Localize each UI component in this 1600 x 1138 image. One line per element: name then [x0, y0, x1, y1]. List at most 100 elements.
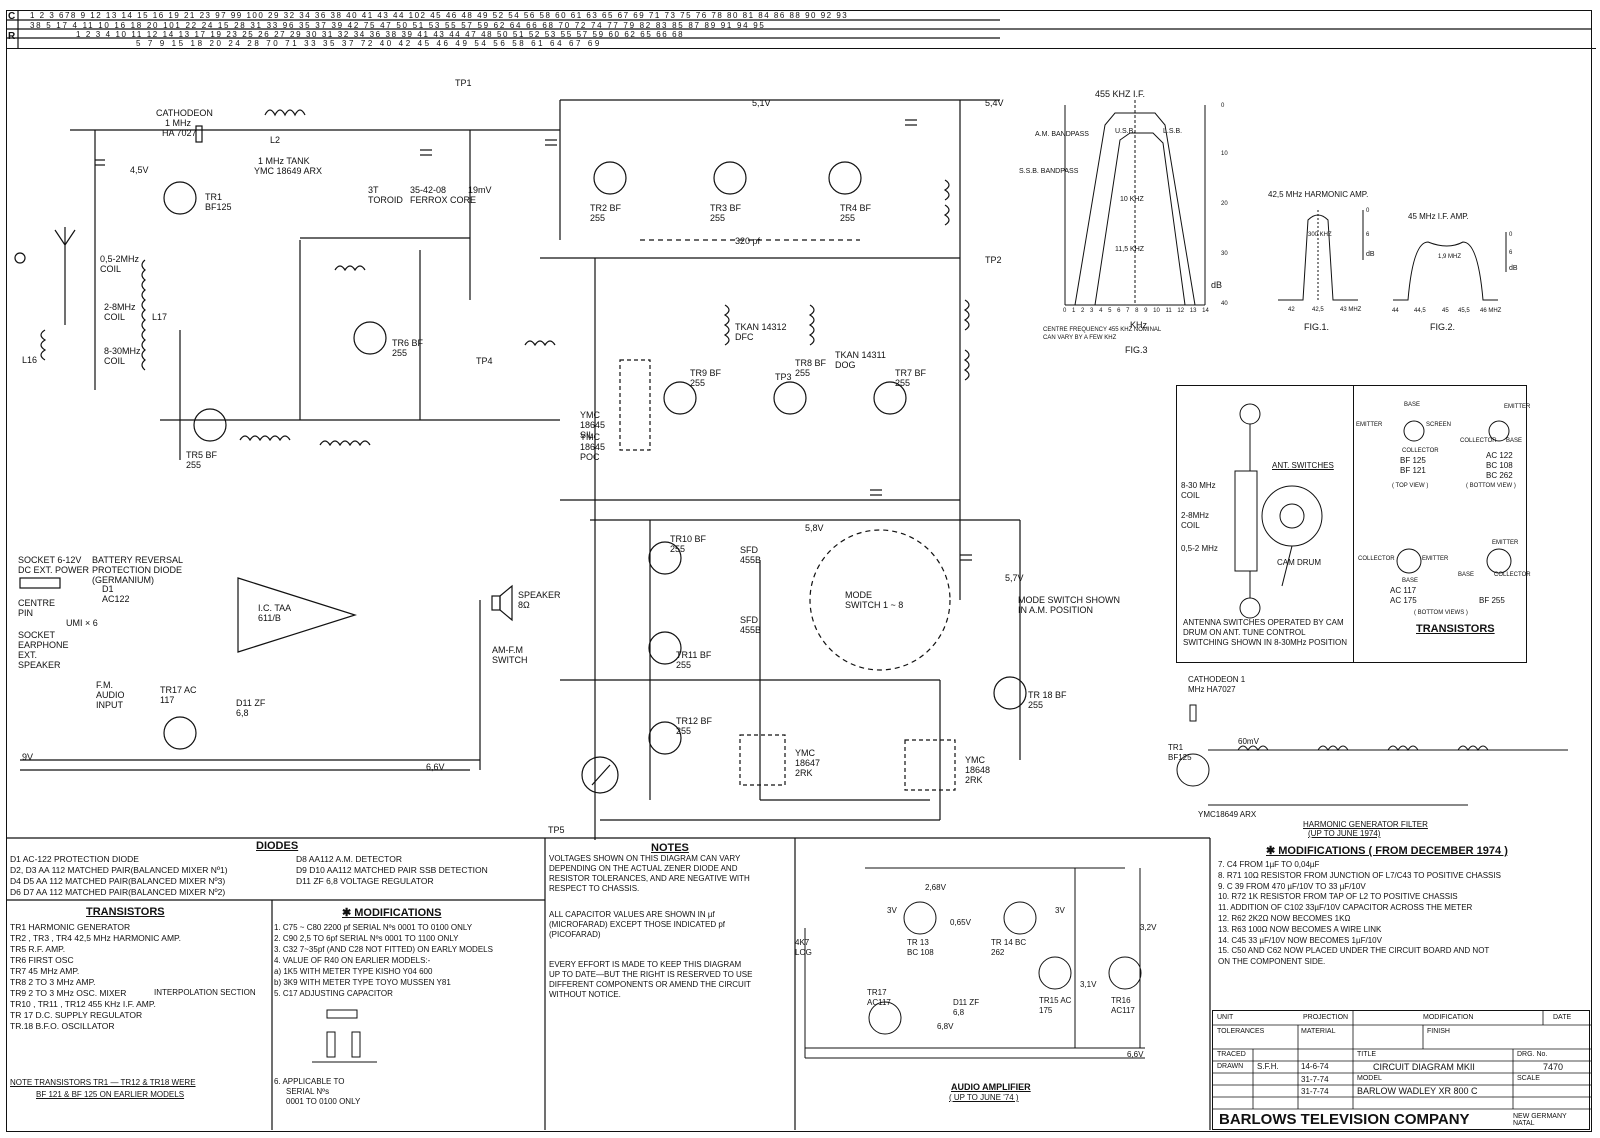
transistor-item: TR7 45 MHz AMP.: [10, 966, 80, 976]
grid-c-top: 1 2 3 678 9 12 13 14 15 16 19 21 23 97 9…: [30, 11, 849, 20]
tb-date2: 31-7-74: [1301, 1075, 1329, 1084]
diodes-right-list: D8 AA112 A.M. DETECTOR D9 D10 AA112 MATC…: [296, 854, 488, 887]
filter-subtitle: (UP TO JUNE 1974): [1308, 829, 1381, 838]
mod-item-6: 6. APPLICABLE TO: [274, 1077, 345, 1086]
tb-scale-label: SCALE: [1517, 1075, 1540, 1082]
modifications-right-panel: ✱ MODIFICATIONS ( FROM DECEMBER 1974 ) 7…: [1212, 840, 1590, 1030]
fig1-caption: FIG.1.: [1304, 322, 1330, 332]
note-line: EVERY EFFORT IS MADE TO KEEP THIS DIAGRA…: [549, 960, 742, 969]
fig3-xt: 0: [1063, 308, 1067, 314]
fig3-am-bandpass: A.M. BANDPASS: [1035, 131, 1089, 138]
fig2-ydb: dB: [1509, 265, 1518, 272]
diode-item: D6 D7 AA 112 MATCHED PAIR(BALANCED MIXER…: [10, 887, 226, 897]
label-cathodeon-part: HA 7027: [162, 128, 197, 138]
fig3-xt: 3: [1090, 308, 1094, 314]
label-tr2: TR2 BF 255: [590, 203, 622, 223]
antenna-switch-panel: ANT. SWITCHES 8-30 MHz COIL 2-8MHz COIL …: [1176, 385, 1354, 663]
notes-panel: NOTES VOLTAGES SHOWN ON THIS DIAGRAM CAN…: [545, 838, 795, 1130]
audio-v66: 6,6V: [1127, 1050, 1144, 1059]
note-line: DIFFERENT COMPONENTS OR AMEND THE CIRCUI…: [549, 980, 751, 989]
note-line: UP TO DATE—BUT THE RIGHT IS RESERVED TO …: [549, 970, 753, 979]
tb-drawn-by: S.F.H.: [1257, 1062, 1279, 1071]
transistor-item: TR9 2 TO 3 MHz OSC. MIXER: [10, 988, 127, 998]
fig3-xt: 14: [1202, 308, 1209, 314]
label-mode-note: MODE SWITCH SHOWN IN A.M. POSITION: [1018, 595, 1120, 615]
mod-item: b) 3K9 WITH METER TYPE TOYO MUSSEN Y81: [274, 978, 451, 987]
label-tp5: TP5: [548, 825, 565, 835]
label-sfd1: SFD 455B: [740, 545, 762, 565]
mod-item: 7. C4 FROM 1µF TO 0,04µF: [1218, 860, 1320, 869]
pin-base-3: BASE: [1402, 578, 1419, 584]
label-tr8: TR8 BF 255: [795, 358, 827, 378]
audio-v3: 3V: [887, 906, 897, 915]
transistor-pinout-panel: BASE EMITTER SCREEN COLLECTOR EMITTER CO…: [1353, 385, 1531, 663]
label-v58: 5,8V: [805, 523, 824, 533]
audio-tr15: TR15 AC 175: [1039, 996, 1072, 1015]
tb-title: CIRCUIT DIAGRAM MKII: [1373, 1062, 1475, 1072]
fig3-w10: 10 KHZ: [1120, 196, 1144, 203]
mod-item: 8. R71 10Ω RESISTOR FROM JUNCTION OF L7/…: [1218, 870, 1501, 880]
tb-projection: PROJECTION: [1303, 1014, 1349, 1021]
audio-d11: D11 ZF 6,8: [953, 998, 980, 1017]
mod-item: 13. R63 100Ω NOW BECOMES A WIRE LINK: [1218, 924, 1382, 934]
label-v51: 5,1V: [752, 98, 771, 108]
note-line: VOLTAGES SHOWN ON THIS DIAGRAM CAN VARY: [549, 854, 741, 863]
diodes-panel: DIODES D1 AC-122 PROTECTION DIODE D2, D3…: [6, 838, 546, 900]
fig3-xt: 9: [1144, 308, 1148, 314]
pin-bf255: BF 255: [1479, 596, 1505, 605]
mod-item: 11. ADDITION OF C102 33µF/10V CAPACITOR …: [1218, 903, 1473, 913]
transistor-item: TR5 R.F. AMP.: [10, 944, 66, 954]
fig1-title: 42,5 MHz HARMONIC AMP.: [1268, 190, 1369, 199]
mod-item: 5. C17 ADJUSTING CAPACITOR: [274, 989, 393, 998]
note-line: (MICROFARAD) EXCEPT THOSE INDICATED pf: [549, 920, 726, 929]
fig2-title: 45 MHz I.F. AMP.: [1408, 212, 1469, 221]
fig2-x1: 44,5: [1414, 308, 1426, 314]
label-tr9: TR9 BF 255: [690, 368, 722, 388]
label-tp1: TP1: [455, 78, 472, 88]
filter-ymc: YMC18649 ARX: [1198, 810, 1257, 819]
fig2-if-amp: 45 MHz I.F. AMP. 1,9 MHZ 44 44,5 45 45,5…: [1388, 212, 1518, 340]
interp-section: INTERPOLATION SECTION: [154, 988, 256, 997]
ant-coil-05: 0,5-2 MHz: [1181, 544, 1218, 553]
filter-tr1: TR1 BF125: [1168, 743, 1192, 762]
tb-unit: UNIT: [1217, 1014, 1234, 1021]
fig3-y20: 20: [1221, 201, 1228, 207]
pin-emitter-1: EMITTER: [1356, 422, 1383, 428]
mod-item: 2. C90 2,5 TO 6pf SERIAL Nºs 0001 TO 110…: [274, 934, 459, 943]
diode-item: D2, D3 AA 112 MATCHED PAIR(BALANCED MIXE…: [10, 865, 228, 875]
tb-date: DATE: [1553, 1014, 1572, 1021]
fig1-x2: 43 MHZ: [1340, 307, 1362, 313]
diodes-left-list: D1 AC-122 PROTECTION DIODE D2, D3 AA 112…: [10, 854, 228, 898]
harmonic-filter-panel: CATHODEON 1 MHz HA7027 TR1 BF125 YMC1864…: [1168, 675, 1588, 838]
fig1-y6: 6: [1366, 232, 1370, 238]
fig2-x0: 44: [1392, 308, 1399, 314]
audio-v065: 0,65V: [950, 918, 971, 927]
transistor-item: TR10 , TR11 , TR12 455 KHz I.F. AMP.: [10, 999, 156, 1009]
tb-drg-no: 7470: [1543, 1062, 1564, 1072]
tb-finish: FINISH: [1427, 1028, 1450, 1035]
filter-cathodeon: CATHODEON 1 MHz HA7027: [1188, 675, 1246, 694]
fig3-lsb: L.S.B.: [1163, 128, 1183, 135]
title-block: UNIT PROJECTION MODIFICATION DATE TOLERA…: [1212, 1010, 1591, 1130]
tb-model: BARLOW WADLEY XR 800 C: [1357, 1086, 1478, 1096]
tb-model-label: MODEL: [1357, 1075, 1382, 1082]
fig3-ssb-bandpass: S.S.B. BANDPASS: [1019, 168, 1079, 175]
fig3-xt: 4: [1099, 308, 1103, 314]
mod-item: ON THE COMPONENT SIDE.: [1218, 957, 1326, 967]
pin-bc108: BC 108: [1486, 461, 1513, 470]
fig3-xt: 13: [1189, 308, 1197, 314]
label-tr10: TR10 BF 255: [670, 534, 707, 554]
label-v54: 5,4V: [985, 98, 1004, 108]
fig2-x3: 45,5: [1458, 308, 1470, 314]
filter-mv60: 60mV: [1238, 737, 1259, 746]
label-v45: 4,5V: [130, 165, 149, 175]
fig3-usb: U.S.B.: [1115, 128, 1136, 135]
audio-tr16: TR16 AC117: [1111, 996, 1135, 1015]
grid-row-r: R: [8, 31, 16, 42]
tb-material: MATERIAL: [1301, 1028, 1336, 1035]
audio-v3b: 3V: [1055, 906, 1065, 915]
note-line: WITHOUT NOTICE.: [549, 990, 621, 999]
mod-item: 1. C75 ~ C80 2200 pf SERIAL Nºs 0001 TO …: [274, 923, 473, 932]
